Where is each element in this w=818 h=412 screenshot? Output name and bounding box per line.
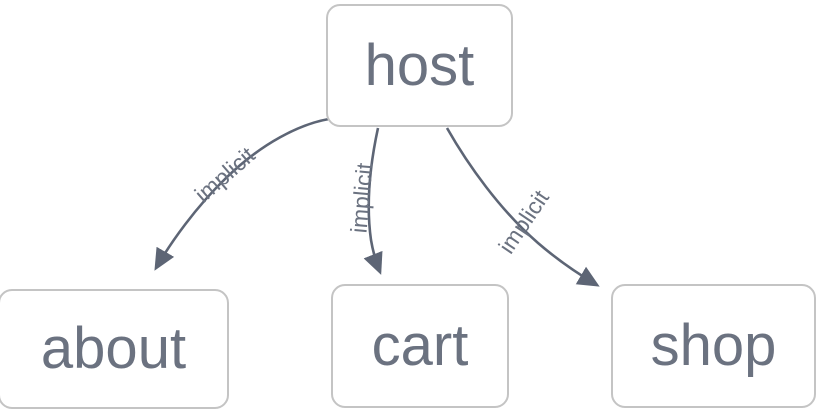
node-about-label: about	[40, 316, 187, 381]
node-shop[interactable]: shop	[611, 284, 816, 408]
node-cart-label: cart	[371, 313, 469, 378]
edge-host-to-about	[154, 117, 330, 271]
node-shop-label: shop	[650, 313, 777, 378]
edge-host-to-cart	[363, 127, 383, 275]
node-host[interactable]: host	[326, 4, 513, 127]
edge-host-to-shop	[445, 127, 600, 287]
node-cart[interactable]: cart	[331, 284, 509, 408]
edge-label-host-cart: implicit	[345, 161, 378, 235]
node-about[interactable]: about	[0, 289, 229, 409]
node-host-label: host	[364, 32, 475, 98]
